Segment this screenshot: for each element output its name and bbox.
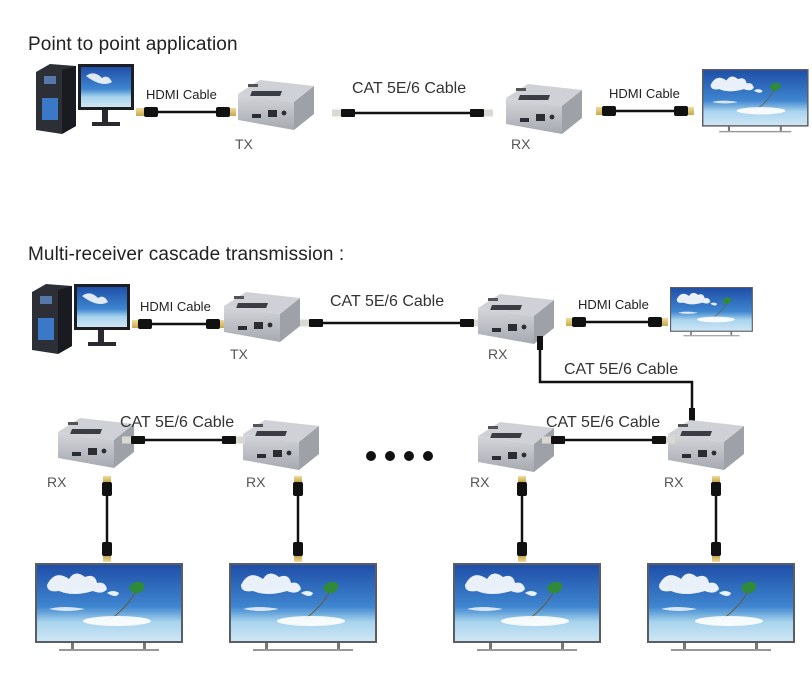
vertical-hdmi-cable-1 <box>102 476 112 562</box>
p2p-rx-label: RX <box>511 136 531 152</box>
p2p-section-title: Point to point application <box>28 34 238 55</box>
p2p-hdmi-cable-right-label: HDMI Cable <box>609 86 680 101</box>
p2p-rx-extender-icon <box>506 84 582 134</box>
p2p-cat-cable-label: CAT 5E/6 Cable <box>352 80 467 97</box>
vertical-hdmi-cable-2 <box>293 476 303 562</box>
bottom-tv-3-icon <box>452 562 602 652</box>
cascade-cat-cable-down <box>537 336 695 422</box>
p2p-display-tv-icon <box>701 68 809 133</box>
bottom-cat-cable-left-label: CAT 5E/6 Cable <box>120 414 235 431</box>
bottom-rx-extender-3-icon <box>478 422 554 472</box>
p2p-cat-cable <box>332 109 493 117</box>
bottom-tv-1-icon <box>34 562 184 652</box>
p2p-tx-extender-icon <box>238 80 314 130</box>
cascade-rx-label: RX <box>488 346 508 362</box>
cascade-cat-cable-main-label: CAT 5E/6 Cable <box>330 293 445 310</box>
bottom-cat-cable-right <box>542 436 675 444</box>
bottom-rx-label-4: RX <box>664 474 684 490</box>
bottom-cat-cable-right-label: CAT 5E/6 Cable <box>546 414 661 431</box>
vertical-hdmi-cable-4 <box>711 476 721 562</box>
cascade-section-title: Multi-receiver cascade transmission : <box>28 244 345 265</box>
bottom-rx-extender-2-icon <box>243 420 319 470</box>
cascade-tx-label: TX <box>230 346 248 362</box>
cascade-hdmi-cable-left-label: HDMI Cable <box>140 299 211 314</box>
p2p-hdmi-cable-right <box>596 106 694 116</box>
p2p-tx-label: TX <box>235 136 253 152</box>
vertical-hdmi-cable-3 <box>517 476 527 562</box>
cascade-hdmi-cable-left <box>132 319 226 329</box>
bottom-rx-label-3: RX <box>470 474 490 490</box>
cascade-cat-cable-main <box>300 319 483 327</box>
hdmi-connector-icon <box>216 107 236 117</box>
bottom-rx-label-2: RX <box>246 474 266 490</box>
cascade-hdmi-cable-right <box>566 317 668 327</box>
bottom-tv-4-icon <box>646 562 796 652</box>
continuation-dots <box>366 451 433 461</box>
bottom-rx-label-1: RX <box>47 474 67 490</box>
computer-icon <box>36 64 134 134</box>
p2p-hdmi-cable-left-label: HDMI Cable <box>146 87 217 102</box>
cascade-source-computer-icon <box>32 284 130 354</box>
p2p-source-computer <box>36 64 134 134</box>
bottom-tv-2-icon <box>228 562 378 652</box>
cascade-main-tv-icon <box>669 286 754 337</box>
bottom-cat-cable-left <box>122 436 245 444</box>
cascade-cat-cable-down-label: CAT 5E/6 Cable <box>564 361 679 378</box>
bottom-rx-extender-4-icon <box>668 420 744 470</box>
cascade-tx-extender-icon <box>224 292 300 342</box>
cascade-hdmi-cable-right-label: HDMI Cable <box>578 297 649 312</box>
p2p-hdmi-cable-left <box>136 107 236 117</box>
